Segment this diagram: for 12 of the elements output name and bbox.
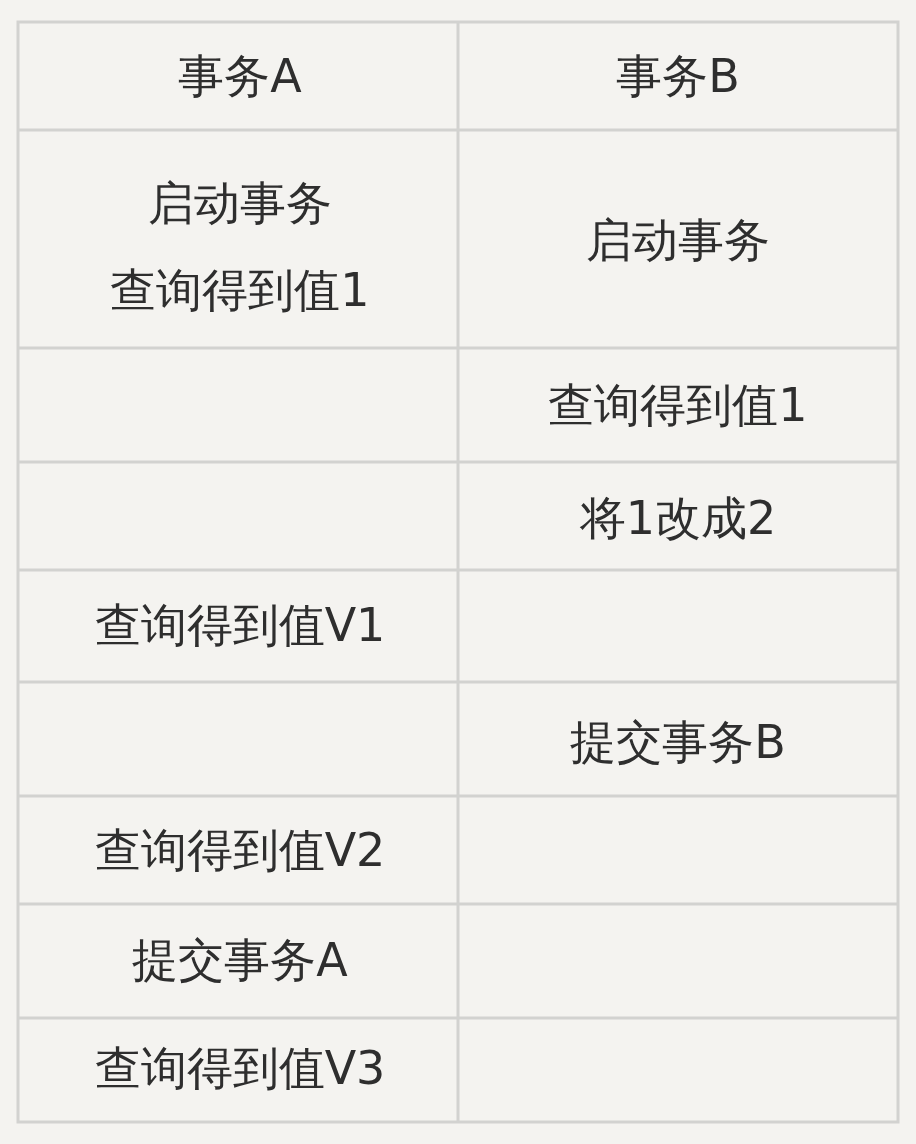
cell-text: 查询得到值V2 xyxy=(94,824,386,876)
column-header: 事务B xyxy=(616,50,740,102)
cell-text: 查询得到值1 xyxy=(110,264,370,316)
cell-text: 查询得到值V1 xyxy=(94,599,386,651)
cell-text: 将1改成2 xyxy=(579,492,777,544)
cell-text: 启动事务 xyxy=(148,177,332,229)
cell-text: 查询得到值V3 xyxy=(94,1042,386,1094)
cell-text: 查询得到值1 xyxy=(548,379,808,431)
column-header: 事务A xyxy=(178,50,302,102)
cell-text: 提交事务B xyxy=(570,716,786,768)
cell-text: 提交事务A xyxy=(132,934,348,986)
cell-text: 启动事务 xyxy=(586,214,770,266)
